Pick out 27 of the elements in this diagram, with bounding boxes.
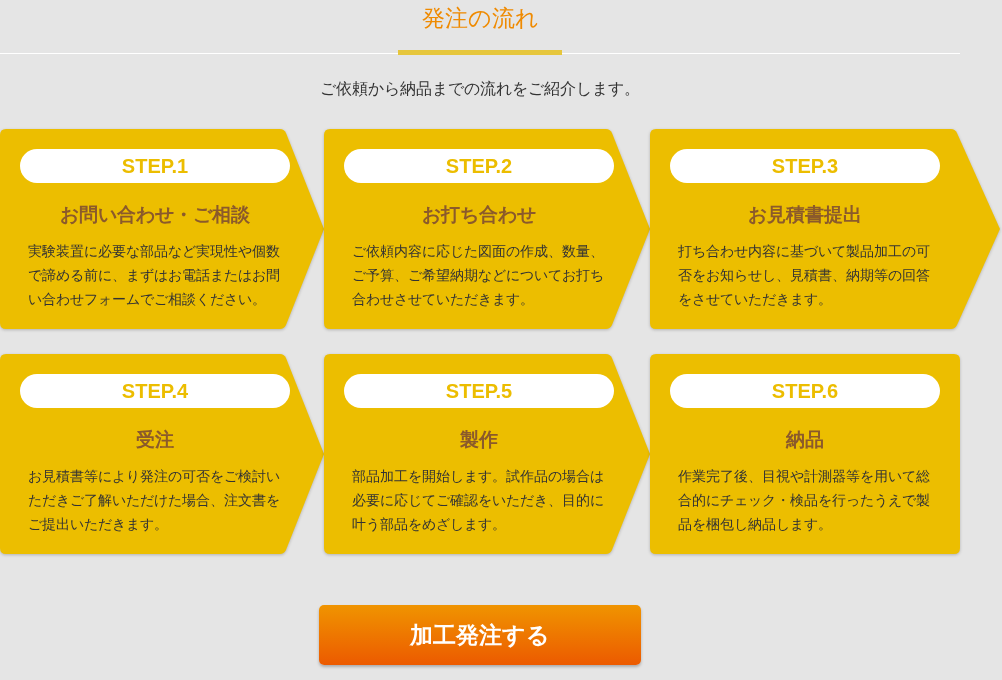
chevron-step-card	[650, 129, 1000, 329]
step-title: お問い合わせ・ご相談	[60, 202, 250, 227]
step-label: STEP.3	[670, 149, 940, 183]
step-card	[650, 354, 960, 554]
order-button: 加工発注する	[319, 605, 641, 665]
chevron-step-card	[0, 354, 324, 554]
step-label: STEP.6	[670, 374, 940, 408]
step-description: 実験装置に必要な部品など実現性や個数で諦める前に、まずはお電話またはお問い合わせフォームでご相談ください。	[28, 242, 281, 309]
intro-text: ご依頼から納品までの流れをご紹介します。	[320, 78, 640, 100]
chevron-step-card	[0, 129, 324, 329]
step-title: 納品	[786, 427, 824, 452]
chevron-step-card	[324, 354, 650, 554]
step-title: 受注	[136, 427, 174, 452]
step-label: STEP.5	[344, 374, 614, 408]
step-description: ご依頼内容に応じた図面の作成、数量、ご予算、ご希望納期などについてお打ち合わせさせていただきます。	[352, 242, 605, 309]
step-title: お打ち合わせ	[422, 202, 536, 227]
step-title: お見積書提出	[748, 202, 862, 227]
step-description: 部品加工を開始します。試作品の場合は必要に応じてご確認をいただき、目的に叶う部品をめざします。	[352, 467, 605, 534]
step-label: STEP.4	[20, 374, 290, 408]
step-description: 作業完了後、目視や計測器等を用いて総合的にチェック・検品を行ったうえで製品を梱包し納品します。	[678, 467, 931, 534]
chevron-step-card	[324, 129, 650, 329]
section-title: 発注の流れ	[421, 4, 539, 33]
step-description: 打ち合わせ内容に基づいて製品加工の可否をお知らせし、見積書、納期等の回答をさせていただきます。	[678, 242, 931, 309]
step-label: STEP.2	[344, 149, 614, 183]
step-label: STEP.1	[20, 149, 290, 183]
step-description: お見積書等により発注の可否をご検討いただきご了解いただけた場合、注文書をご提出いただきます。	[28, 467, 281, 534]
step-title: 製作	[460, 427, 498, 452]
